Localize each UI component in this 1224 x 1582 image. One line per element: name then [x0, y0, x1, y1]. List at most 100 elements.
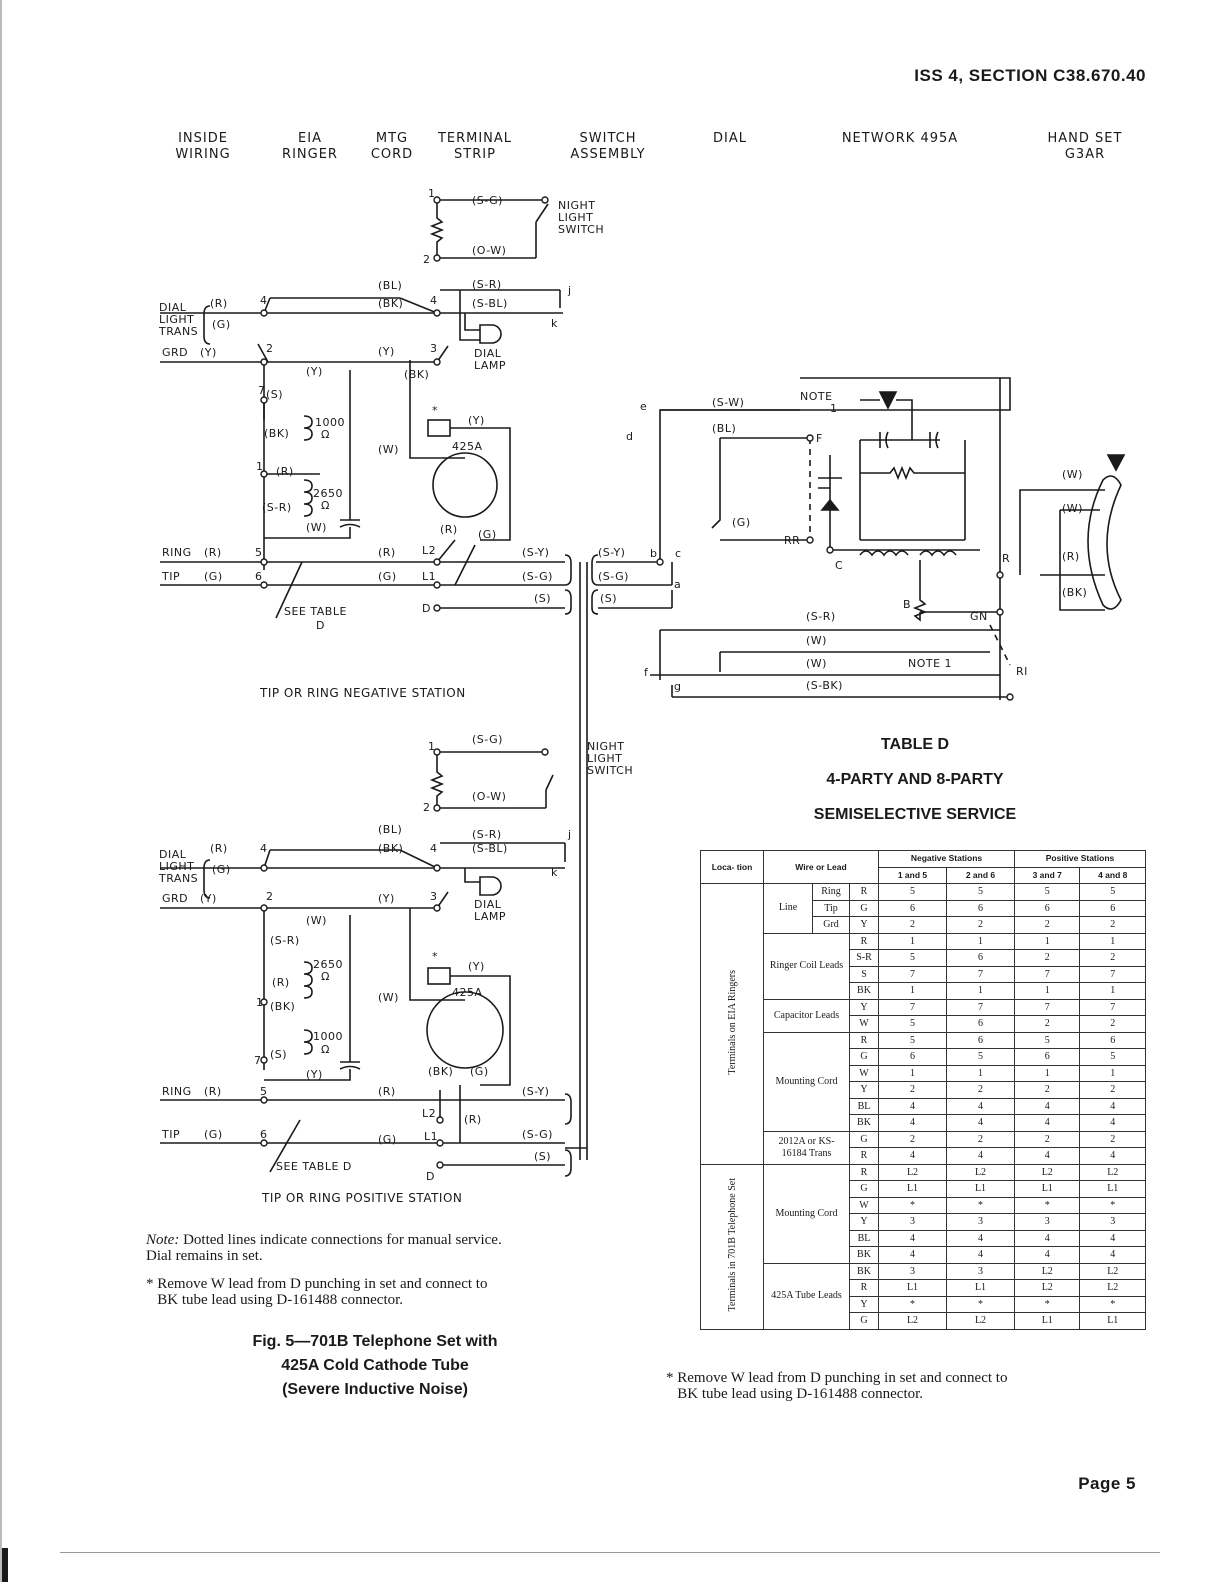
- label-sg: (S-G): [472, 194, 503, 207]
- cell: L2: [878, 1163, 947, 1181]
- cell: L1: [1013, 1312, 1081, 1330]
- table-subheader-row: 1 and 5 2 and 6 3 and 7 4 and 8: [701, 866, 1146, 884]
- wire-w-tube-b: [409, 908, 465, 1001]
- label-w-cord: (W): [378, 443, 399, 456]
- net-b-dot: [656, 558, 664, 566]
- cell: 4: [1079, 1229, 1146, 1247]
- note-text-2: Dial remains in set.: [146, 1248, 263, 1264]
- wire-dial-lamp-b2: [464, 868, 480, 883]
- location-701b: Terminals in 701B Telephone Set: [700, 1163, 764, 1330]
- cell: 2: [878, 916, 947, 934]
- label-ring-b: RING: [162, 1085, 192, 1098]
- label-ohm-1000: Ω: [321, 428, 330, 441]
- column-label-line: WIRING: [175, 147, 231, 162]
- lead: S: [849, 965, 879, 983]
- label-s-ringer: (S): [266, 388, 283, 401]
- label-RI: RI: [1016, 665, 1028, 678]
- terminal-4: [433, 309, 441, 317]
- positive-station-label: TIP OR RING POSITIVE STATION: [261, 1191, 462, 1205]
- net-gn-dot: [996, 608, 1004, 616]
- cell: 2: [1079, 1015, 1146, 1033]
- label-s-strip: (S): [534, 592, 551, 605]
- label-tip: TIP: [161, 570, 180, 583]
- table-header-row: Loca- tion Wire or Lead Negative Station…: [700, 850, 1146, 884]
- negative-station-label: TIP OR RING NEGATIVE STATION: [259, 686, 466, 700]
- cell: 4: [1079, 1147, 1146, 1165]
- cell: 4: [945, 1114, 1016, 1132]
- cell: 4: [878, 1229, 947, 1247]
- label-sg-strip-b: (S-G): [522, 1128, 553, 1141]
- night-switch-arm: [535, 203, 549, 223]
- coil-1000-icon: [303, 415, 313, 441]
- cell: 5: [878, 1031, 947, 1049]
- lead: W: [849, 1015, 879, 1033]
- cell: 2: [945, 1081, 1016, 1099]
- tube-socket-icon-b: [427, 967, 451, 985]
- cell: L1: [1079, 1180, 1146, 1198]
- label-sbl-b: (S-BL): [472, 842, 508, 855]
- location-eia-text: Terminals on EIA Ringers: [726, 969, 738, 1075]
- column-label-line: NETWORK 495A: [841, 131, 959, 146]
- cell: 6: [878, 899, 947, 917]
- label-2650: 2650: [313, 487, 343, 500]
- tube-425a-icon-b: [426, 991, 504, 1069]
- cell: 1: [878, 932, 947, 950]
- cell: L1: [1013, 1180, 1081, 1198]
- label-d: D: [422, 602, 431, 615]
- ringer-6-b: [260, 1139, 268, 1147]
- label-s-strip-b: (S): [534, 1150, 551, 1163]
- label-inside-4-b: 4: [260, 842, 268, 855]
- cell: *: [1013, 1196, 1081, 1214]
- label-bk-b: (BK): [378, 842, 403, 855]
- lead: G: [849, 1130, 879, 1148]
- label-ohm-2650-b: Ω: [321, 970, 330, 983]
- label-ringer-1-b: 1: [256, 996, 264, 1009]
- lead: W: [849, 1196, 879, 1214]
- lead: BK: [849, 1246, 879, 1264]
- cell: L2: [1013, 1279, 1081, 1297]
- label-star: *: [432, 404, 438, 417]
- net-b-resistor: [912, 560, 928, 622]
- lead: G: [849, 1180, 879, 1198]
- switch-bracket-f: [564, 1149, 572, 1177]
- label-dial-lamp-b: DIAL: [474, 898, 502, 911]
- lead: G: [849, 1048, 879, 1066]
- label-t2: 2: [423, 253, 431, 266]
- cell: 6: [945, 1031, 1016, 1049]
- label-ringer-5-b: 5: [260, 1085, 268, 1098]
- label-bk-handset: (BK): [1062, 586, 1087, 599]
- label-night: NIGHT: [558, 199, 596, 212]
- cell: 1: [878, 1064, 947, 1082]
- cell: 2: [1013, 916, 1081, 934]
- table-subtitle: 4-PARTY AND 8-PARTY: [826, 771, 1004, 788]
- label-bk: (BK): [378, 297, 403, 310]
- label-bk-ringer: (BK): [264, 427, 289, 440]
- cell: 4: [945, 1147, 1016, 1165]
- label-dial: DIAL: [159, 301, 187, 314]
- label-sg-b: (S-G): [472, 733, 503, 746]
- lead: G: [849, 1312, 879, 1330]
- varistor-icon: [820, 498, 840, 511]
- terminal-l2-b: [436, 1116, 444, 1124]
- cell: 5: [945, 1048, 1016, 1066]
- group-tube: 425A Tube Leads: [763, 1262, 850, 1330]
- ringer-1-dot: [260, 470, 268, 478]
- table-title: TABLE D: [880, 736, 950, 753]
- label-425a: 425A: [452, 440, 483, 453]
- net-bl: [711, 438, 721, 529]
- ringer-5-b: [260, 1096, 268, 1104]
- label-y-ringer: (Y): [306, 365, 323, 378]
- label-d-small: d: [626, 430, 633, 443]
- label-s-net: (S): [600, 592, 617, 605]
- cell: 2: [1079, 1130, 1146, 1148]
- label-r-trans: (R): [210, 297, 228, 310]
- ringer-1-b: [260, 998, 268, 1006]
- label-y-grd: (Y): [200, 346, 217, 359]
- group-ringer: Ringer Coil Leads: [763, 932, 850, 1000]
- varistor-top-icon: [878, 391, 898, 410]
